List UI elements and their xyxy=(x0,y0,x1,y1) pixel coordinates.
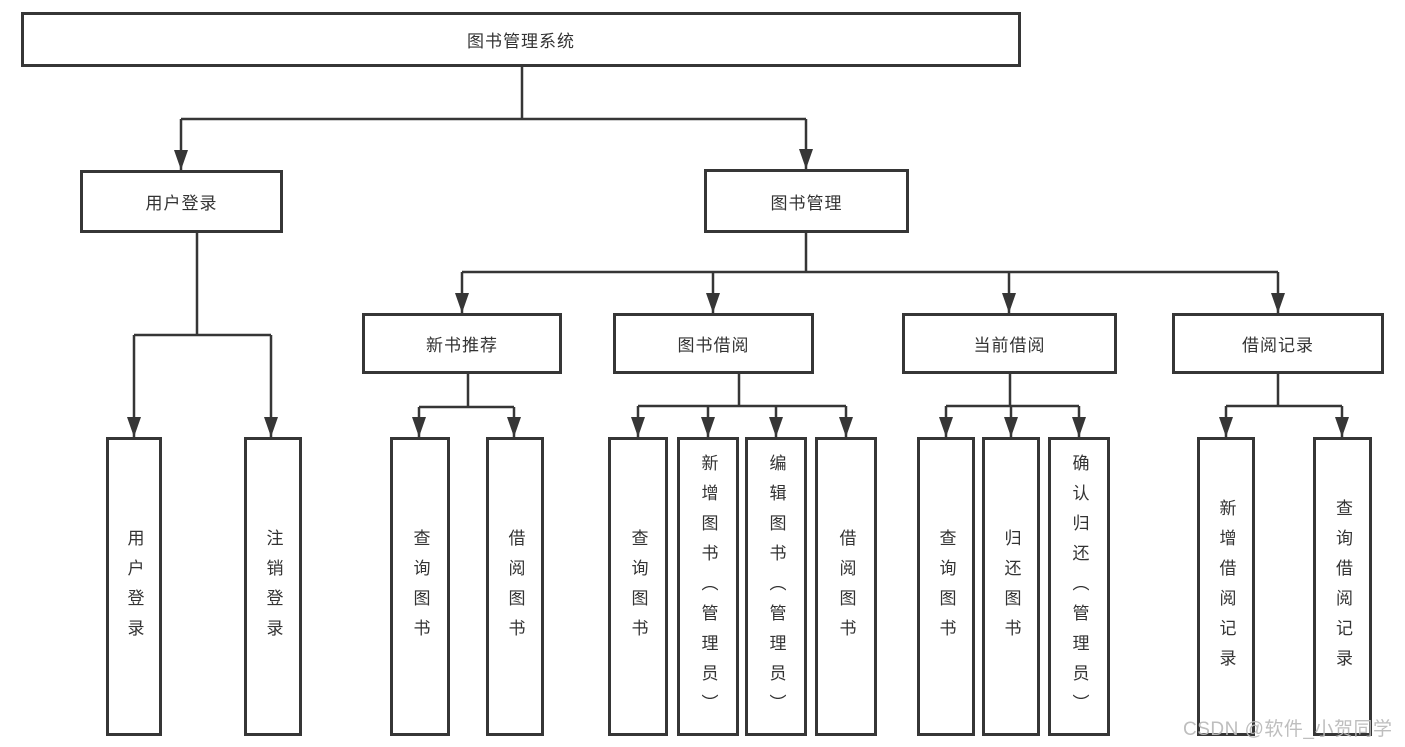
node-query-books-2: 查询图书 xyxy=(608,437,668,736)
csdn-watermark: CSDN @软件_小贺同学 xyxy=(1183,719,1393,740)
node-return-books: 归还图书 xyxy=(982,437,1040,736)
node-query-books-3: 查询图书 xyxy=(917,437,975,736)
connector-current-borrowing xyxy=(946,374,1079,408)
node-user-login-leaf: 用户登录 xyxy=(106,437,162,736)
connector-root xyxy=(181,67,806,121)
connector-borrowing-records xyxy=(1226,374,1342,408)
node-add-books-admin: 新增图书（管理员） xyxy=(677,437,739,736)
node-library-management-system: 图书管理系统 xyxy=(21,12,1021,67)
node-add-borrow-record: 新增借阅记录 xyxy=(1197,437,1255,736)
connector-new-book-rec xyxy=(419,374,514,409)
node-edit-books-admin: 编辑图书（管理员） xyxy=(745,437,807,736)
node-query-borrow-record: 查询借阅记录 xyxy=(1313,437,1372,736)
connector-user-login xyxy=(134,233,271,337)
node-user-login-branch: 用户登录 xyxy=(80,170,283,233)
connector-book-borrowing xyxy=(638,374,846,408)
node-current-borrowing: 当前借阅 xyxy=(902,313,1117,374)
connector-book-management xyxy=(462,233,1278,274)
node-borrow-books-1: 借阅图书 xyxy=(486,437,544,736)
node-confirm-return-admin: 确认归还（管理员） xyxy=(1048,437,1110,736)
node-book-management: 图书管理 xyxy=(704,169,909,233)
node-borrowing-records: 借阅记录 xyxy=(1172,313,1384,374)
node-book-borrowing: 图书借阅 xyxy=(613,313,814,374)
node-new-book-recommendation: 新书推荐 xyxy=(362,313,562,374)
node-borrow-books-2: 借阅图书 xyxy=(815,437,877,736)
node-logout-login: 注销登录 xyxy=(244,437,302,736)
node-query-books-1: 查询图书 xyxy=(390,437,450,736)
